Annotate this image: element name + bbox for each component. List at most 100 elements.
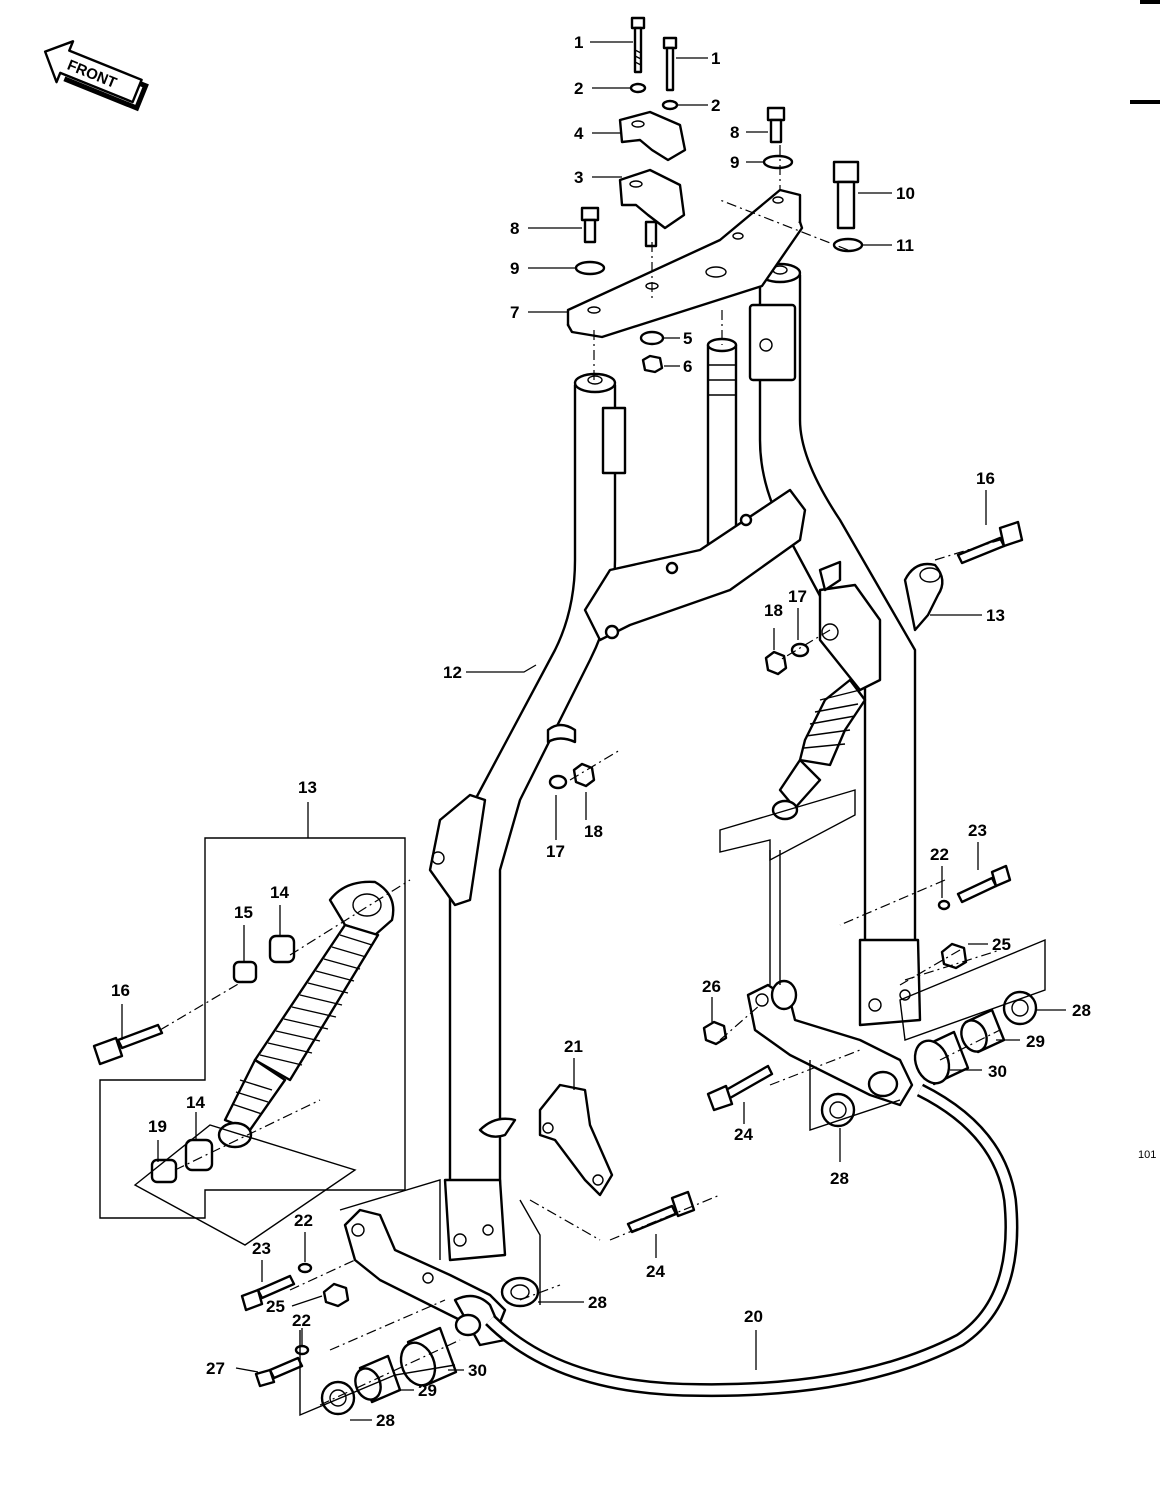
callout-8b: 8 (730, 123, 739, 142)
bushing-30b (913, 1030, 970, 1086)
washer-9b (762, 154, 794, 170)
center-lines (159, 145, 1001, 1406)
callout-13a: 13 (298, 778, 317, 797)
callout-29a: 29 (418, 1381, 437, 1400)
callout-24a: 24 (646, 1262, 665, 1281)
bolt-16b (956, 520, 1024, 565)
callout-21: 21 (564, 1037, 583, 1056)
callout-18b: 18 (764, 601, 783, 620)
bushing-28b (320, 1380, 356, 1416)
bolt-24b (706, 1064, 774, 1112)
bracket-21 (538, 1083, 614, 1197)
bolt-23a (240, 1274, 296, 1312)
callout-16b: 16 (976, 469, 995, 488)
callout-9a: 9 (510, 259, 519, 278)
lock-washer-2a (629, 82, 647, 94)
callout-9b: 9 (730, 153, 739, 172)
callout-2a: 2 (574, 79, 583, 98)
edge-marks (1130, 0, 1160, 104)
shock-right (771, 562, 944, 821)
nut-26 (702, 1020, 728, 1046)
nut-25a (322, 1282, 350, 1308)
callout-5: 5 (683, 329, 692, 348)
callout-10: 10 (896, 184, 915, 203)
washer-9a (574, 260, 606, 276)
callout-25a: 25 (266, 1297, 285, 1316)
leader-lines (121, 41, 1066, 1421)
callout-12: 12 (443, 663, 462, 682)
washer-17a (548, 774, 568, 790)
callout-labels: 1 1 2 2 4 3 8 9 7 8 9 10 11 5 6 12 16 13… (111, 33, 1156, 1430)
washer-17b (790, 642, 810, 658)
callout-25b: 25 (992, 935, 1011, 954)
bushing-28a (500, 1276, 540, 1308)
callout-3: 3 (574, 168, 583, 187)
bushing-14a (268, 934, 296, 964)
callout-24b: 24 (734, 1125, 753, 1144)
front-arrow: FRONT (43, 40, 149, 112)
lock-washer-2b (661, 99, 679, 111)
bushing-28c (1002, 990, 1038, 1026)
callout-17b: 17 (788, 587, 807, 606)
bushing-14b (184, 1138, 214, 1172)
callout-22c: 22 (292, 1311, 311, 1330)
nut-18a (572, 762, 596, 788)
callout-18a: 18 (584, 822, 603, 841)
bolt-1a (630, 16, 646, 74)
collar-29a (354, 1354, 402, 1404)
lock-washer-22c (294, 1344, 310, 1356)
callout-28a: 28 (588, 1293, 607, 1312)
callout-30a: 30 (468, 1361, 487, 1380)
lock-washer-22a (297, 1262, 313, 1274)
callout-2b: 2 (711, 96, 720, 115)
pin-hook (478, 1117, 517, 1138)
callout-28c: 28 (1072, 1001, 1091, 1020)
bolt-23b (956, 864, 1012, 904)
nut-6 (641, 354, 664, 374)
callout-30b: 30 (988, 1062, 1007, 1081)
callout-23b: 23 (968, 821, 987, 840)
bolt-1b (662, 36, 678, 92)
callout-28b: 28 (376, 1411, 395, 1430)
collar-15 (232, 960, 258, 984)
callout-20: 20 (744, 1307, 763, 1326)
callout-23a: 23 (252, 1239, 271, 1258)
callout-16a: 16 (111, 981, 130, 1000)
shock-left-box (99, 837, 406, 1219)
bracket-boxes (133, 789, 1046, 1417)
callout-4: 4 (574, 124, 584, 143)
holder-upper (618, 110, 687, 162)
callout-19: 19 (148, 1117, 167, 1136)
callout-28d: 28 (830, 1169, 849, 1188)
callout-14b: 14 (186, 1093, 205, 1112)
callout-26: 26 (702, 977, 721, 996)
bolt-10 (832, 160, 860, 230)
callout-11: 11 (896, 236, 914, 255)
callout-1b: 1 (711, 49, 720, 68)
bracket-7 (566, 188, 804, 339)
callout-27: 27 (206, 1359, 225, 1378)
collar-19 (150, 1158, 178, 1184)
boss-right (770, 979, 798, 1011)
page-number: 101 (1138, 1149, 1156, 1161)
callout-14a: 14 (270, 883, 289, 902)
holder-lower (618, 168, 686, 248)
frame-assembly (428, 262, 922, 1262)
bolt-24a (626, 1190, 696, 1234)
callout-29b: 29 (1026, 1032, 1045, 1051)
callout-15: 15 (234, 903, 253, 922)
bolt-8a (580, 206, 600, 244)
lock-washer-5 (639, 330, 665, 346)
callout-22b: 22 (930, 845, 949, 864)
callout-22a: 22 (294, 1211, 313, 1230)
callout-8a: 8 (510, 219, 519, 238)
callout-13b: 13 (986, 606, 1005, 625)
washer-11 (832, 237, 864, 253)
lock-washer-22b (937, 899, 951, 911)
callout-6: 6 (683, 357, 692, 376)
callout-7: 7 (510, 303, 519, 322)
nut-18b (764, 650, 788, 676)
callout-17a: 17 (546, 842, 565, 861)
bolt-27 (254, 1356, 304, 1388)
